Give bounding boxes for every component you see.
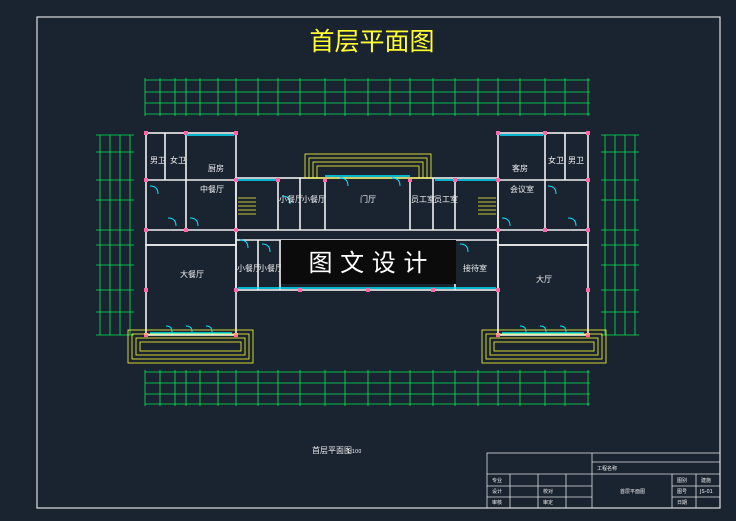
column xyxy=(276,178,280,182)
column xyxy=(543,228,547,232)
tb-mid-label-2: 校对 xyxy=(543,488,553,495)
room-male-toilet-west: 男卫 xyxy=(150,156,166,165)
tb-right-label-3: 日期 xyxy=(677,500,687,506)
column xyxy=(234,131,238,135)
column xyxy=(586,333,590,337)
room-kitchen-west: 厨房 xyxy=(208,163,224,173)
column xyxy=(496,131,500,135)
plan-scale: 1:100 xyxy=(347,449,361,455)
column xyxy=(431,288,435,292)
room-small-dining-1: 小餐厅 xyxy=(279,195,303,204)
column xyxy=(496,178,500,182)
column xyxy=(586,131,590,135)
column xyxy=(144,178,148,182)
column xyxy=(586,228,590,232)
column xyxy=(543,131,547,135)
tb-drawing-name: 首层平面图 xyxy=(620,488,645,495)
title-block xyxy=(486,452,721,509)
column xyxy=(144,131,148,135)
tb-row-label-2: 设计 xyxy=(492,488,502,495)
column xyxy=(184,131,188,135)
room-lobby: 门厅 xyxy=(360,194,376,204)
room-mid-dining-west: 中餐厅 xyxy=(200,184,224,194)
column xyxy=(298,288,302,292)
dimension-lines xyxy=(99,79,636,405)
room-female-toilet-east: 女卫 xyxy=(548,155,564,165)
watermark-text: 图 文 设 计 xyxy=(309,249,428,277)
doors xyxy=(149,177,577,333)
dimension-ticks xyxy=(96,78,639,406)
room-female-toilet-west: 女卫 xyxy=(170,155,186,165)
column xyxy=(323,178,327,182)
column xyxy=(234,333,238,337)
tb-project-label: 工程名称 xyxy=(597,465,617,472)
watermark-box xyxy=(281,240,456,284)
column xyxy=(453,178,457,182)
interior-stairs xyxy=(238,197,496,215)
tb-right-value-2: JS-01 xyxy=(699,489,713,495)
columns xyxy=(144,131,590,337)
column xyxy=(408,178,412,182)
column xyxy=(496,288,500,292)
column xyxy=(144,228,148,232)
tb-right-label-1: 图别 xyxy=(677,477,687,484)
room-reception: 接待室 xyxy=(463,263,487,273)
column xyxy=(144,288,148,292)
room-small-dining-3: 小餐厅 xyxy=(237,264,261,273)
drawing-title: 首层平面图 xyxy=(309,27,434,56)
column xyxy=(496,333,500,337)
room-guest-east: 客房 xyxy=(512,163,528,173)
entrance-steps xyxy=(127,153,607,364)
drawing-frame xyxy=(36,16,721,509)
room-big-dining: 大餐厅 xyxy=(180,269,204,279)
room-small-dining-4: 小餐厅 xyxy=(259,264,283,273)
column xyxy=(366,288,370,292)
column xyxy=(144,333,148,337)
column xyxy=(586,178,590,182)
room-staff-1: 员工室 xyxy=(411,194,435,204)
room-small-dining-2: 小餐厅 xyxy=(302,195,326,204)
column xyxy=(184,228,188,232)
room-staff-2: 员工室 xyxy=(434,194,458,204)
tb-row-label-3: 审核 xyxy=(492,499,502,506)
room-hall: 大厅 xyxy=(536,274,552,284)
tb-row-label-1: 专业 xyxy=(492,477,502,484)
column xyxy=(234,178,238,182)
tb-right-label-2: 图号 xyxy=(677,489,687,495)
column xyxy=(586,288,590,292)
room-male-toilet-east: 男卫 xyxy=(568,156,584,165)
column xyxy=(234,288,238,292)
plan-caption: 首层平面图 xyxy=(312,445,352,455)
column xyxy=(234,228,238,232)
tb-mid-label-3: 审定 xyxy=(543,499,553,506)
column xyxy=(496,228,500,232)
room-meeting: 会议室 xyxy=(510,184,534,194)
tb-right-value-1: 建施 xyxy=(701,477,711,484)
